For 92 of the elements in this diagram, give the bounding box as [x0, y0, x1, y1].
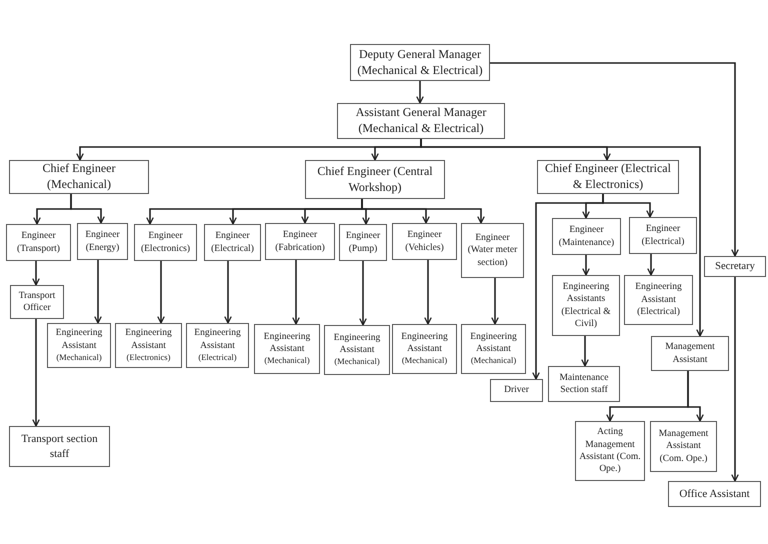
position-box	[552, 218, 621, 255]
position-box	[9, 426, 110, 467]
position-title: Engineering Assistant (Electrical)	[634, 281, 683, 319]
position-title: Transport Officer	[18, 290, 56, 314]
position-box	[10, 285, 64, 319]
connector-arrow	[420, 139, 704, 337]
connector-arrow	[361, 199, 485, 224]
position-box	[324, 325, 390, 375]
connector-arrow	[687, 371, 704, 422]
position-title: Chief Engineer (Electrical & Electronics)	[544, 161, 672, 193]
position-box	[350, 44, 490, 81]
connector-arrow	[32, 261, 40, 286]
connector-arrow	[359, 261, 367, 326]
connector-arrow	[581, 336, 589, 367]
position-box	[265, 223, 335, 260]
connector-arrow	[731, 277, 739, 482]
position-title: Management Assistant	[664, 341, 716, 366]
position-box	[651, 336, 729, 371]
position-title: Secretary	[715, 260, 755, 274]
position-box	[552, 275, 620, 336]
position-title: Engineering Assistant	[332, 332, 382, 356]
connector-arrow	[491, 278, 499, 325]
position-detail: (Mechanical)	[56, 352, 102, 364]
connector-arrow	[602, 194, 654, 218]
position-title: Office Assistant	[679, 486, 750, 502]
position-box	[668, 481, 761, 507]
position-box	[629, 217, 697, 254]
position-title: Engineering Assistant	[124, 327, 173, 352]
position-box	[115, 323, 182, 368]
position-box	[9, 160, 149, 194]
position-box	[186, 323, 249, 368]
connector-arrow	[70, 194, 105, 224]
position-box	[134, 224, 197, 261]
position-title: Engineering Assistants (Electrical & Civil)	[560, 280, 612, 330]
position-title: Deputy General Manager (Mechanical & Electrical)	[356, 46, 484, 78]
position-title: Acting Management Assistant (Com. Ope.)	[578, 426, 642, 476]
position-title: Engineer (Pump)	[344, 230, 382, 255]
position-box	[392, 324, 457, 374]
position-box	[305, 160, 445, 199]
position-title: Engineering Assistant	[400, 330, 449, 356]
position-title: Engineer (Maintenance)	[558, 224, 616, 249]
position-title: Engineer (Water meter section)	[466, 232, 518, 270]
connector-arrow	[157, 261, 165, 324]
position-box	[77, 223, 128, 260]
position-box	[548, 366, 620, 402]
position-detail: (Mechanical)	[334, 356, 380, 368]
position-box	[47, 323, 111, 368]
position-title: Engineering Assistant	[469, 330, 518, 356]
position-box	[537, 160, 679, 194]
connector-arrow	[647, 254, 655, 276]
position-box	[204, 224, 261, 261]
position-title: Engineer (Electrical)	[210, 230, 255, 255]
position-title: Chief Engineer (Mechanical)	[42, 161, 116, 193]
position-box	[624, 275, 693, 325]
position-box	[461, 324, 526, 374]
position-detail: (Electronics)	[126, 352, 170, 364]
position-box	[490, 379, 543, 402]
position-box	[6, 224, 71, 261]
connector-arrow	[416, 81, 424, 104]
position-title: Transport section staff	[20, 432, 99, 461]
position-title: Engineer (Transport)	[16, 230, 61, 255]
position-title: Driver	[504, 384, 529, 397]
position-box	[339, 224, 387, 261]
position-title: Engineer (Vehicles)	[404, 229, 445, 254]
position-title: Engineering Assistant	[54, 327, 104, 352]
connector-arrow	[94, 260, 102, 324]
position-detail: (Mechanical)	[470, 355, 516, 368]
position-title: Engineer (Electrical)	[640, 223, 686, 248]
position-title: Maintenance Section staff	[558, 372, 610, 396]
position-title: Engineering Assistant	[193, 327, 242, 352]
position-title: Engineer (Fabrication)	[274, 229, 326, 254]
position-box	[704, 256, 766, 277]
position-box	[650, 421, 717, 472]
position-title: Engineer (Energy)	[84, 229, 121, 254]
position-box	[461, 223, 524, 278]
position-detail: (Mechanical)	[264, 355, 310, 368]
connector-arrow	[424, 260, 432, 325]
position-box	[337, 103, 505, 139]
connector-arrow	[224, 261, 232, 324]
position-title: Engineering Assistant	[262, 330, 312, 356]
position-title: Management Assistant (Com. Ope.)	[658, 428, 710, 466]
connector-arrow	[490, 62, 739, 257]
connector-arrow	[582, 255, 590, 276]
position-detail: (Mechanical)	[402, 355, 448, 368]
position-title: Chief Engineer (Central Workshop)	[316, 164, 434, 196]
position-box	[254, 324, 320, 374]
connector-arrow	[292, 260, 300, 325]
position-detail: (Electrical)	[198, 352, 237, 364]
position-title: Engineer (Electronics)	[140, 230, 192, 255]
position-title: Assistant General Manager (Mechanical & Electrical)	[354, 105, 488, 137]
position-box	[392, 223, 457, 260]
connector-arrow	[32, 319, 40, 427]
